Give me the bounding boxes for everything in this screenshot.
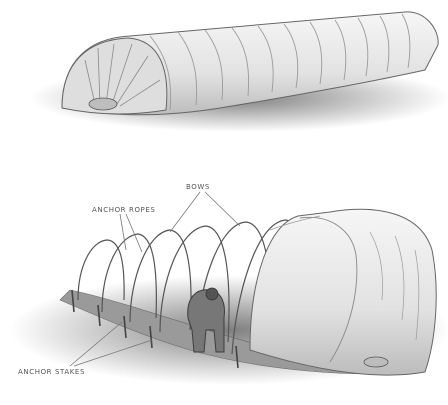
bows-label: BOWS — [186, 183, 210, 191]
bows-pointer-1 — [170, 192, 200, 232]
anchor-ropes-label: ANCHOR ROPES — [92, 206, 155, 214]
bows-pointer-2 — [205, 192, 240, 226]
top-end-knot — [89, 98, 117, 110]
ropes-pointer-2 — [126, 214, 142, 252]
open-row-cover — [10, 192, 448, 385]
cover-end-knot — [364, 357, 388, 367]
closed-row-cover — [30, 12, 448, 132]
anchor-stakes-label: ANCHOR STAKES — [18, 368, 85, 376]
folded-cover — [250, 209, 436, 375]
